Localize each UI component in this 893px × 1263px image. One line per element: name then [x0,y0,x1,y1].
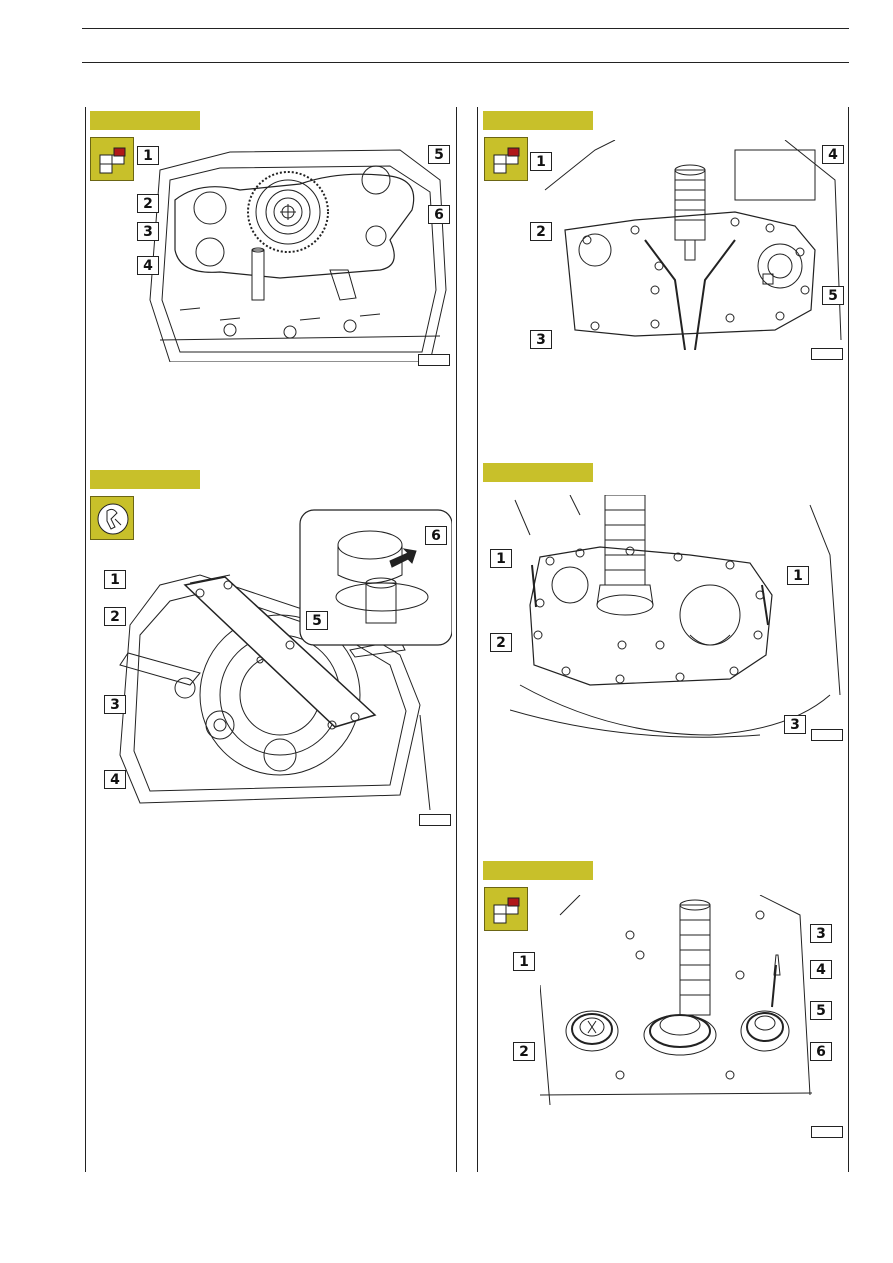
callout-5: 5 [810,1001,832,1020]
center-column-line-left [456,107,457,1172]
callout-1: 1 [137,146,159,165]
figure-number-box [419,814,451,826]
callout-1: 1 [490,549,512,568]
callout-4: 4 [104,770,126,789]
callout-2: 2 [490,633,512,652]
callout-3: 3 [530,330,552,349]
header-rule [82,62,849,63]
figure-4-drawing [510,495,846,745]
callout-1: 1 [513,952,535,971]
callout-4: 4 [822,145,844,164]
figure-number-box [811,348,843,360]
callout-5: 5 [428,145,450,164]
callout-6: 6 [428,205,450,224]
figure-3-header-bar [90,470,200,489]
figure-3-drawing [100,505,452,810]
figure-number-box [811,729,843,741]
callout-4: 4 [137,256,159,275]
figure-1-header-bar [90,111,200,130]
callout-5: 5 [822,286,844,305]
callout-1-right: 1 [787,566,809,585]
tool-wrench-icon [90,496,134,540]
figure-1-drawing [140,140,452,362]
callout-3: 3 [137,222,159,241]
callout-6: 6 [425,526,447,545]
figure-5-drawing [540,895,812,1105]
callout-4: 4 [810,960,832,979]
disassembly-icon [90,137,134,181]
figure-2-header-bar [483,111,593,130]
callout-3: 3 [810,924,832,943]
center-column-line-right [477,107,478,1172]
figure-number-box [418,354,450,366]
top-rule [82,28,849,29]
callout-5: 5 [306,611,328,630]
right-column-line [848,107,849,1172]
callout-2: 2 [137,194,159,213]
disassembly-icon [484,137,528,181]
callout-6: 6 [810,1042,832,1061]
figure-number-box [811,1126,843,1138]
left-column-line [85,107,86,1172]
callout-2: 2 [104,607,126,626]
callout-1: 1 [104,570,126,589]
callout-2: 2 [530,222,552,241]
callout-2: 2 [513,1042,535,1061]
figure-2-drawing [535,140,847,350]
figure-5-header-bar [483,861,593,880]
callout-1: 1 [530,152,552,171]
callout-3: 3 [104,695,126,714]
callout-3: 3 [784,715,806,734]
disassembly-icon [484,887,528,931]
figure-4-header-bar [483,463,593,482]
